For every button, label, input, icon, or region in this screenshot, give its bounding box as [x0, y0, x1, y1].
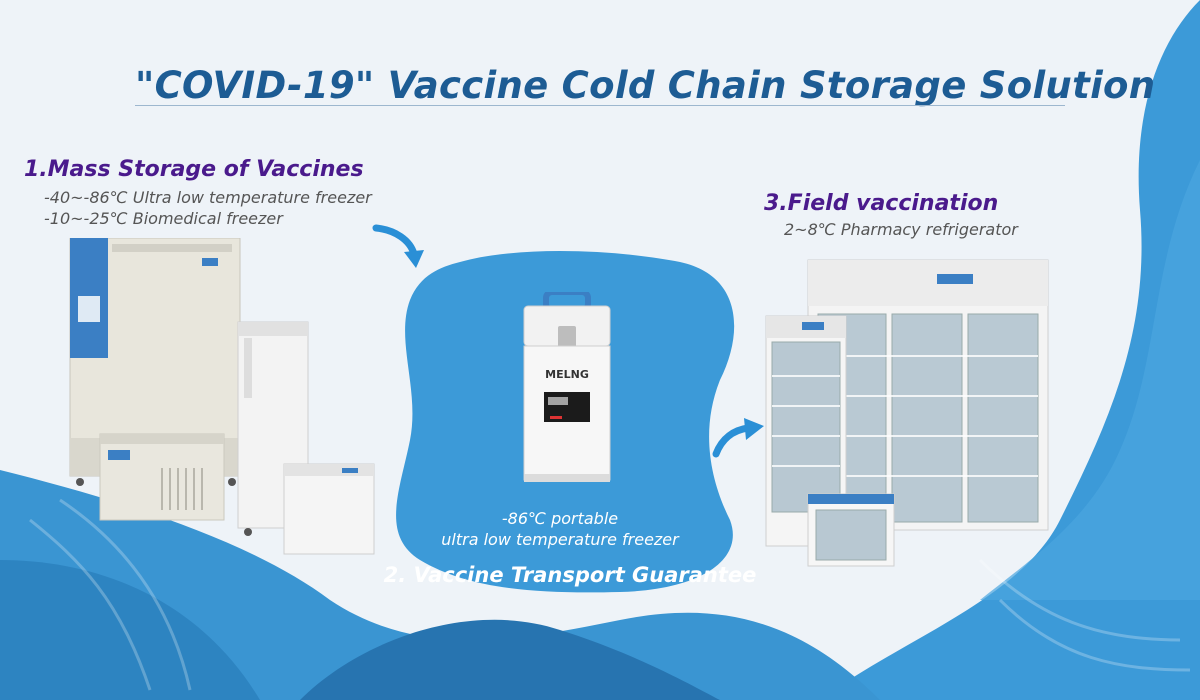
arrow-right-down-icon [372, 224, 424, 268]
arrow-right-up-icon [712, 418, 764, 458]
portable-freezer-image: MELNG [523, 292, 611, 482]
section3-heading: 3.Field vaccination [764, 191, 999, 216]
section2-heading: 2. Vaccine Transport Guarantee [383, 563, 757, 587]
page-title: "COVID-19" Vaccine Cold Chain Storage So… [135, 64, 1156, 107]
section1-line1: -40~-86℃ Ultra low temperature freezer [44, 188, 372, 207]
portable-logo-text: MELNG [545, 368, 589, 381]
section3-line1: 2~8℃ Pharmacy refrigerator [784, 220, 1018, 239]
pharmacy-refrigerators-image [765, 259, 1049, 567]
mass-storage-freezers-image [69, 238, 375, 555]
section1-line2: -10~-25℃ Biomedical freezer [44, 209, 283, 228]
portable-caption-line1: -86℃ portable [501, 509, 619, 528]
portable-caption-line2: ultra low temperature freezer [441, 530, 679, 549]
section1-heading: 1.Mass Storage of Vaccines [24, 157, 364, 182]
title-underline [135, 105, 1065, 106]
